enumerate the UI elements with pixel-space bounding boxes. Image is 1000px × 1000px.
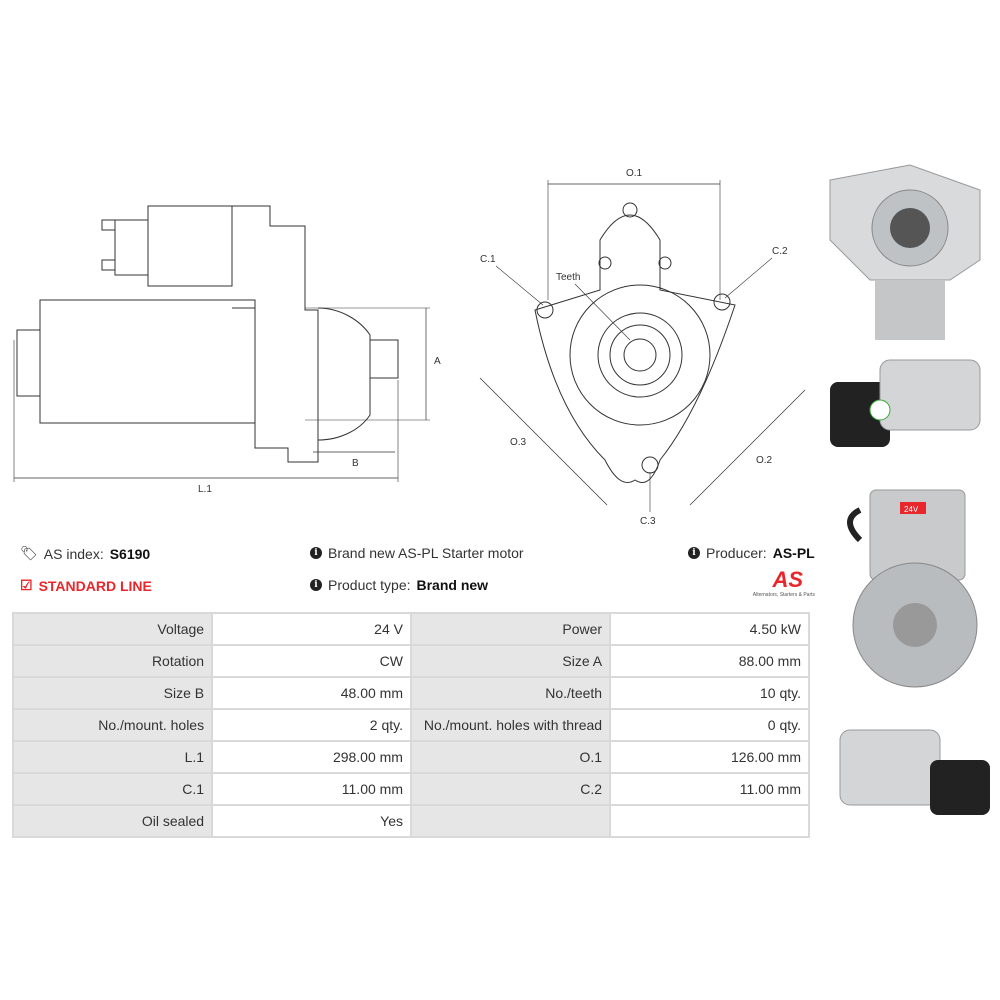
spec-value: 2 qty. xyxy=(211,708,412,742)
logo-text: AS xyxy=(772,567,803,592)
spec-label: C.1 xyxy=(11,772,214,806)
description: i Brand new AS-PL Starter motor xyxy=(310,545,524,561)
description-text: Brand new AS-PL Starter motor xyxy=(328,545,524,561)
info-icon: i xyxy=(688,547,700,559)
producer-value: AS-PL xyxy=(772,545,815,561)
side-view-drawing: A B L.1 xyxy=(13,205,441,495)
spec-label: O.1 xyxy=(409,740,612,774)
product-type-label: Product type: xyxy=(328,577,411,593)
spec-label: No./mount. holes with thread xyxy=(409,708,612,742)
line-badge: ☑ STANDARD LINE xyxy=(20,577,152,594)
c2-label: C.2 xyxy=(772,246,788,257)
spec-label: Size A xyxy=(409,644,612,678)
dim-l1-label: L.1 xyxy=(198,484,212,495)
photo-side-2 xyxy=(839,729,990,815)
spec-label: Voltage xyxy=(11,612,214,646)
product-type: i Product type: Brand new xyxy=(310,577,488,593)
producer-label: Producer: xyxy=(706,545,767,561)
line-label: STANDARD LINE xyxy=(38,577,152,594)
photo-front xyxy=(829,164,981,340)
dim-b-label: B xyxy=(352,458,359,469)
spec-label: C.2 xyxy=(409,772,612,806)
info-icon: i xyxy=(310,579,322,591)
spec-value: 48.00 mm xyxy=(211,676,412,710)
tag-icon: 🏷︎ xyxy=(20,545,38,561)
as-index: 🏷︎ AS index: S6190 xyxy=(20,545,150,562)
spec-value xyxy=(609,804,810,838)
producer-logo: AS Alternators, Starters & Parts xyxy=(735,567,815,599)
spec-value: 11.00 mm xyxy=(609,772,810,806)
teeth-label: Teeth xyxy=(556,272,580,283)
logo-tagline: Alternators, Starters & Parts xyxy=(752,592,815,598)
product-photos: 24V xyxy=(829,164,990,815)
c1-label: C.1 xyxy=(480,254,496,265)
spec-value: CW xyxy=(211,644,412,678)
checkbox-icon: ☑ xyxy=(20,577,33,593)
spec-label: Oil sealed xyxy=(11,804,214,838)
dim-o1-label: O.1 xyxy=(626,168,643,179)
as-index-label: AS index: xyxy=(43,545,104,562)
spec-value: 298.00 mm xyxy=(211,740,412,774)
producer: i Producer: AS-PL xyxy=(688,545,815,561)
spec-label xyxy=(409,804,612,838)
spec-label: L.1 xyxy=(11,740,214,774)
spec-label: Power xyxy=(409,612,612,646)
spec-value: 0 qty. xyxy=(609,708,810,742)
spec-value: 126.00 mm xyxy=(609,740,810,774)
spec-value: 10 qty. xyxy=(609,676,810,710)
info-icon: i xyxy=(310,547,322,559)
dim-o3-label: O.3 xyxy=(510,437,527,448)
voltage-badge: 24V xyxy=(904,505,919,514)
spec-value: 11.00 mm xyxy=(211,772,412,806)
photo-side-1 xyxy=(830,359,981,447)
dim-o2-label: O.2 xyxy=(756,455,773,466)
product-type-value: Brand new xyxy=(416,577,489,593)
dim-a-label: A xyxy=(434,356,441,367)
as-index-value: S6190 xyxy=(109,545,151,562)
spec-value: 24 V xyxy=(211,612,412,646)
photo-rear: 24V xyxy=(847,489,978,688)
spec-value: 4.50 kW xyxy=(609,612,810,646)
spec-label: No./mount. holes xyxy=(11,708,214,742)
c3-label: C.3 xyxy=(640,516,656,527)
spec-value: Yes xyxy=(211,804,412,838)
spec-label: Size B xyxy=(11,676,214,710)
spec-label: No./teeth xyxy=(409,676,612,710)
front-view-drawing: O.1 O.3 O.2 C.1 C.2 C.3 Teeth xyxy=(479,168,806,527)
spec-value: 88.00 mm xyxy=(609,644,810,678)
spec-label: Rotation xyxy=(11,644,214,678)
